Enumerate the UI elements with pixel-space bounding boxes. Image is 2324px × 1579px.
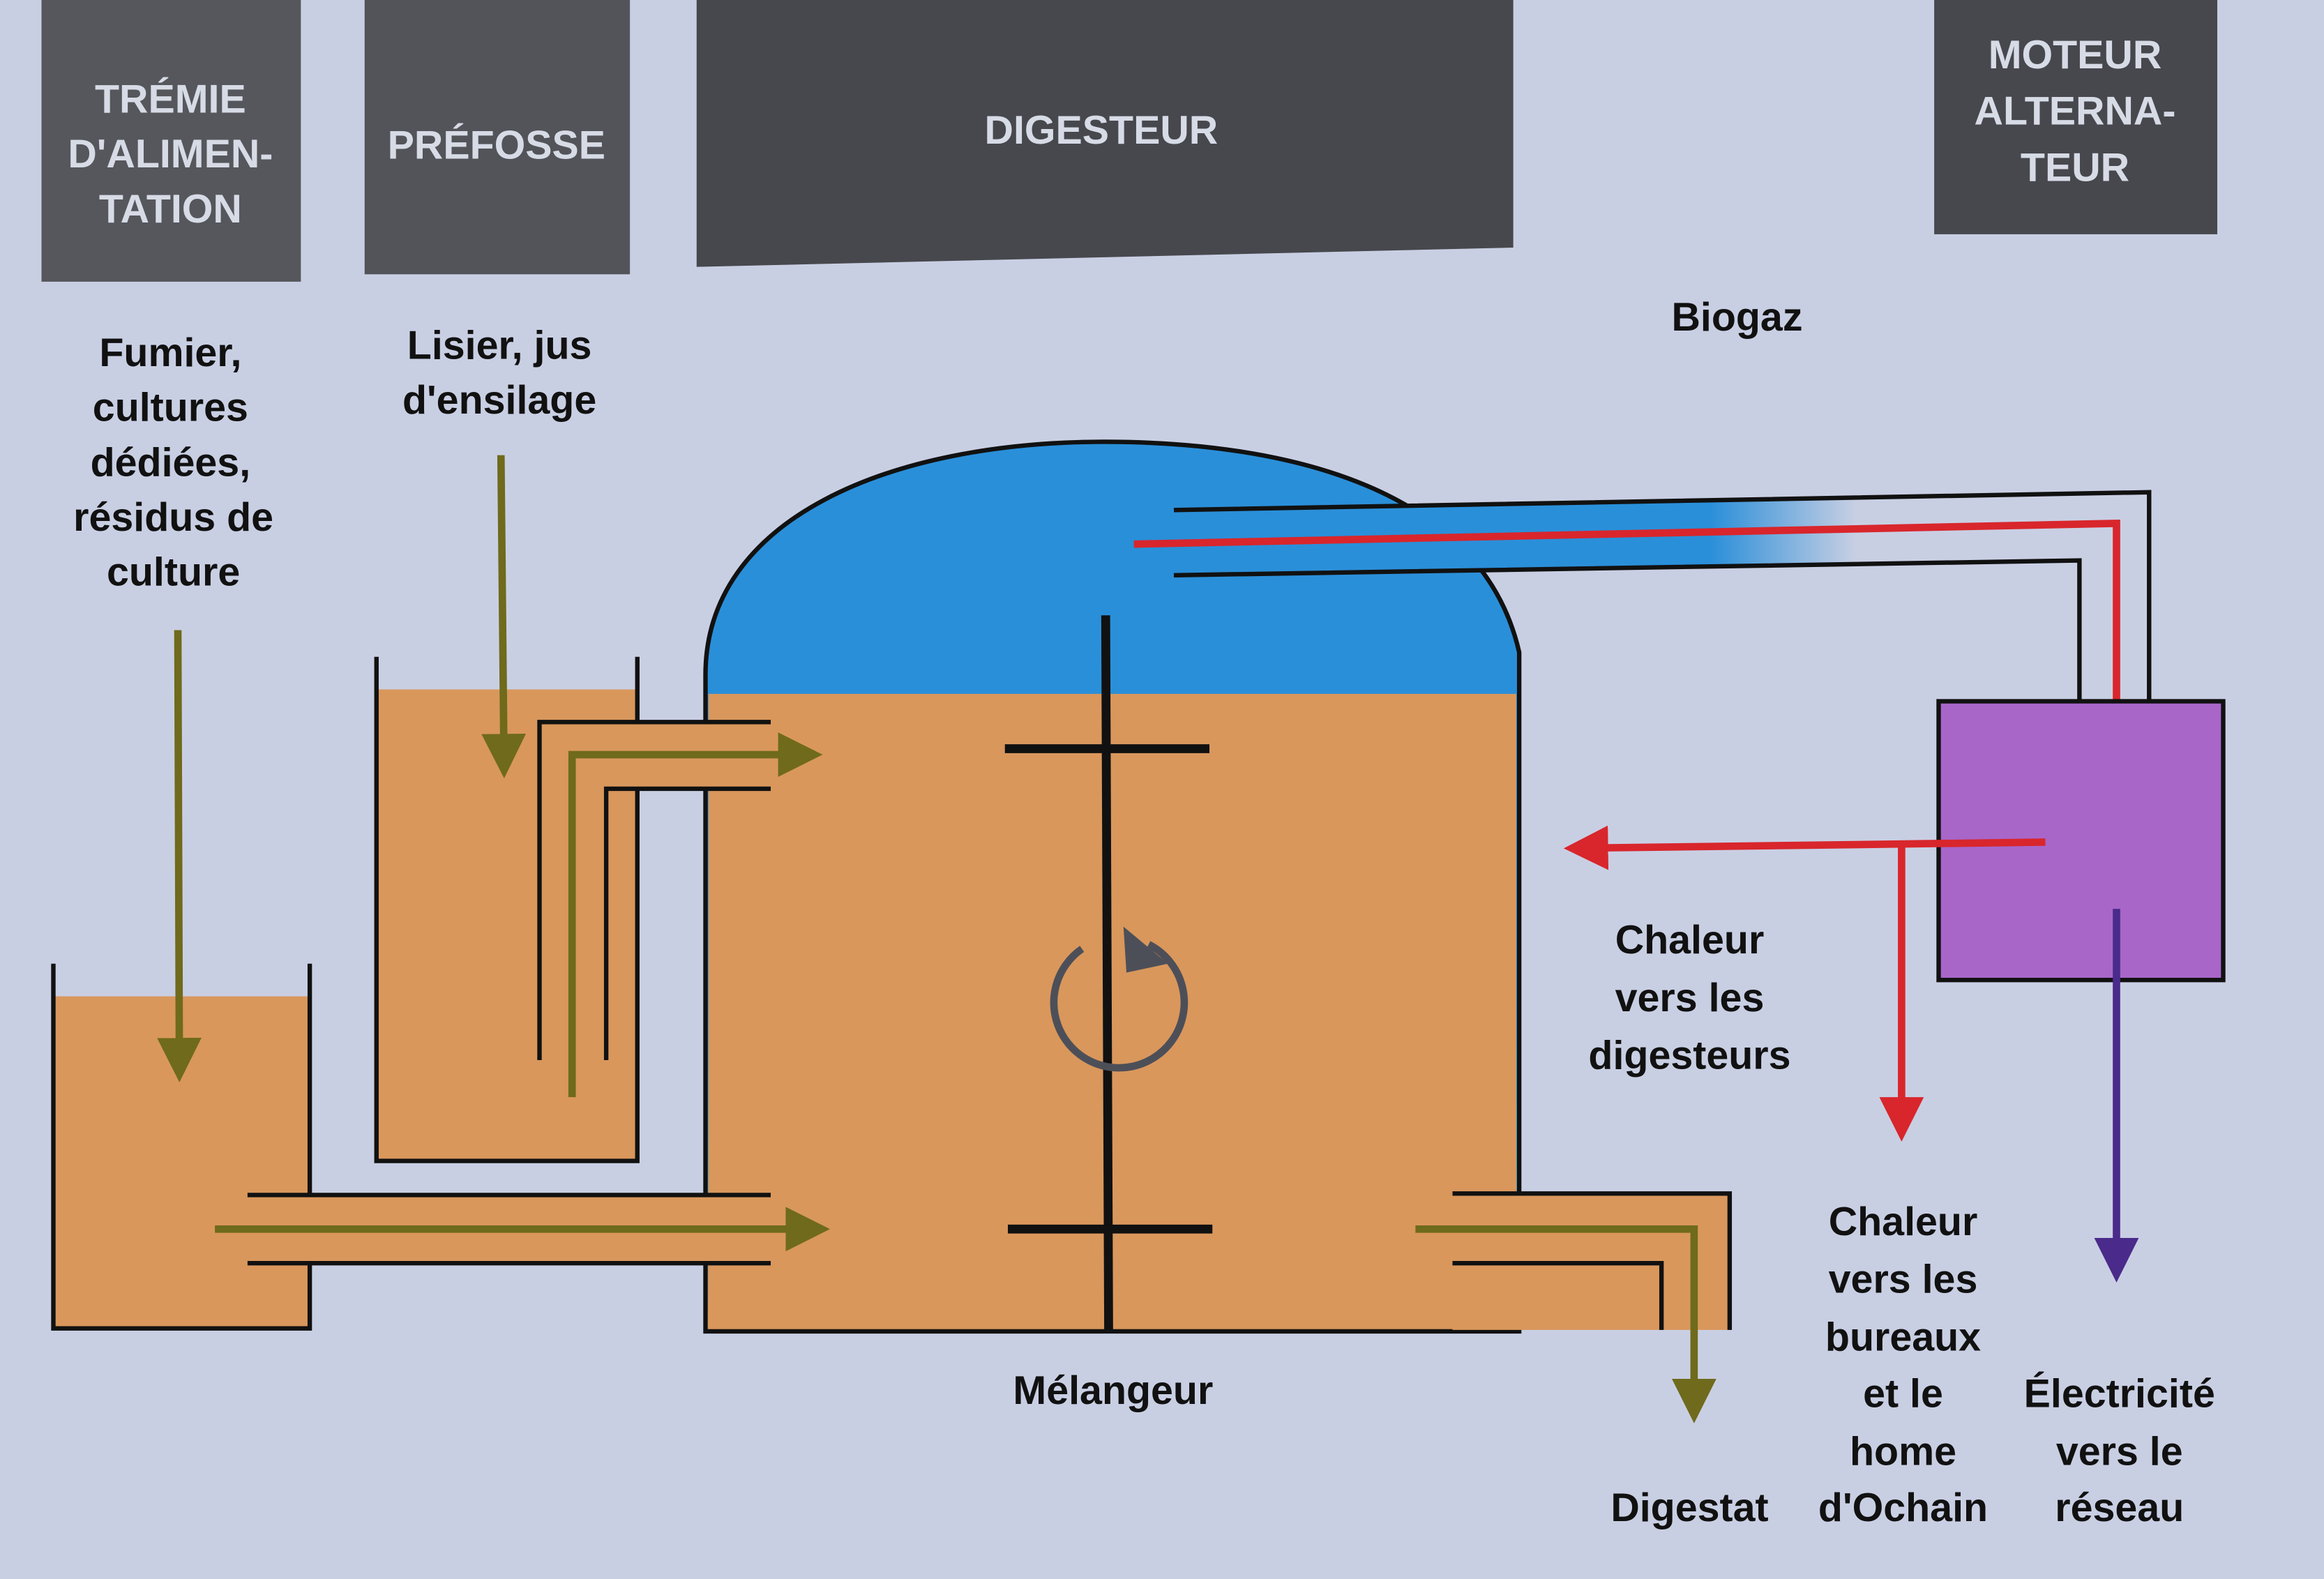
label-fumier: Fumier, cultures dédiées, résidus de cul…: [73, 331, 273, 595]
rotation-icon: [1050, 941, 1189, 1072]
label-line: dédiées,: [91, 440, 251, 485]
label-digestat: Digestat: [1610, 1486, 1768, 1530]
label-line: vers le: [2056, 1429, 2183, 1474]
input-arrow-lisier: [481, 455, 527, 779]
label-line: home: [1850, 1429, 1956, 1474]
header-text: MOTEUR: [1989, 33, 2162, 77]
label-line: d'Ochain: [1818, 1486, 1988, 1530]
label-lisier: Lisier, jus d'ensilage: [402, 323, 596, 423]
header-digesteur: DIGESTEUR: [696, 0, 1514, 267]
label-chaleur-bureaux: Chaleur vers les bureaux et le home d'Oc…: [1818, 1200, 1988, 1530]
label-line: d'ensilage: [402, 378, 596, 423]
heat-arrow-digesters: [1563, 825, 2046, 870]
label-line: Fumier,: [99, 331, 241, 375]
label-line: vers les: [1615, 976, 1765, 1020]
header-prefosse: PRÉFOSSE: [364, 0, 631, 275]
header-text: D'ALIMEN-: [68, 132, 273, 176]
label-line: Lisier, jus: [407, 323, 592, 368]
header-moteur: MOTEUR ALTERNA- TEUR: [1934, 0, 2217, 234]
digestat-pipe: [1415, 1191, 1733, 1423]
header-text: PRÉFOSSE: [388, 123, 605, 167]
label-line: culture: [107, 550, 240, 595]
label-chaleur-digesteurs: Chaleur vers les digesteurs: [1588, 918, 1790, 1078]
label-line: bureaux: [1825, 1315, 1981, 1360]
label-line: digesteurs: [1588, 1034, 1790, 1078]
label-line: cultures: [93, 386, 248, 430]
label-line: Chaleur: [1829, 1200, 1978, 1244]
label-biogaz: Biogaz: [1671, 295, 1802, 340]
label-line: Électricité: [2024, 1371, 2215, 1416]
input-arrow-fumier: [157, 630, 202, 1082]
header-tremie: TRÉMIE D'ALIMEN- TATION: [41, 0, 301, 282]
mixer: [1004, 615, 1213, 1332]
header-text: TATION: [99, 187, 242, 232]
feed-pipe-prefosse: [537, 720, 823, 1098]
label-melangeur: Mélangeur: [1013, 1368, 1213, 1413]
header-text: TEUR: [2021, 145, 2129, 190]
header-text: TRÉMIE: [95, 77, 246, 122]
label-line: Chaleur: [1615, 918, 1765, 962]
feed-pipe-tremie: [215, 1193, 830, 1266]
label-line: résidus de: [73, 495, 273, 540]
label-electricite: Électricité vers le réseau: [2024, 1371, 2215, 1530]
label-line: vers les: [1829, 1257, 1978, 1302]
tremie-tank: [51, 963, 312, 1331]
label-line: et le: [1863, 1371, 1943, 1416]
header-text: DIGESTEUR: [985, 108, 1218, 153]
header-text: ALTERNA-: [1975, 89, 2176, 134]
label-line: réseau: [2055, 1486, 2184, 1530]
